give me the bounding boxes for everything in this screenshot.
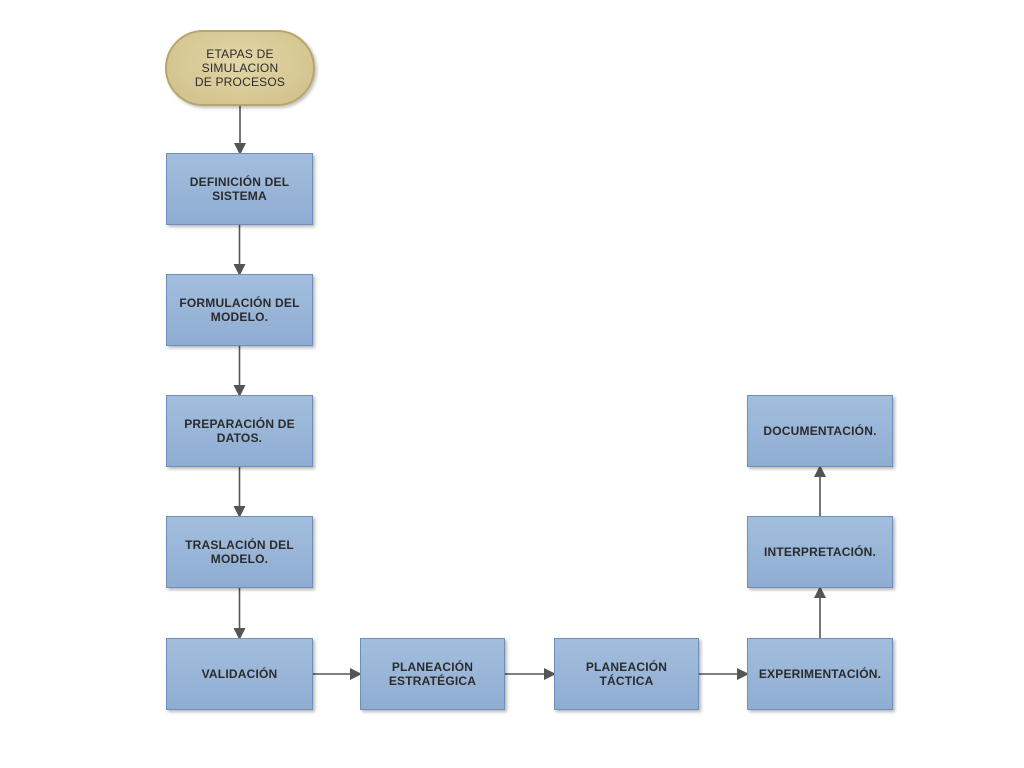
node-definicion-sistema: DEFINICIÓN DEL SISTEMA [166, 153, 313, 225]
node-traslacion-modelo: TRASLACIÓN DEL MODELO. [166, 516, 313, 588]
node-formulacion-modelo: FORMULACIÓN DEL MODELO. [166, 274, 313, 346]
node-experimentacion: EXPERIMENTACIÓN. [747, 638, 893, 710]
node-planeacion-tactica: PLANEACIÓN TÁCTICA [554, 638, 699, 710]
node-validacion: VALIDACIÓN [166, 638, 313, 710]
node-documentacion: DOCUMENTACIÓN. [747, 395, 893, 467]
node-preparacion-datos: PREPARACIÓN DE DATOS. [166, 395, 313, 467]
node-etapas-simulacion: ETAPAS DE SIMULACION DE PROCESOS [165, 30, 315, 106]
node-interpretacion: INTERPRETACIÓN. [747, 516, 893, 588]
node-planeacion-estrategica: PLANEACIÓN ESTRATÉGICA [360, 638, 505, 710]
